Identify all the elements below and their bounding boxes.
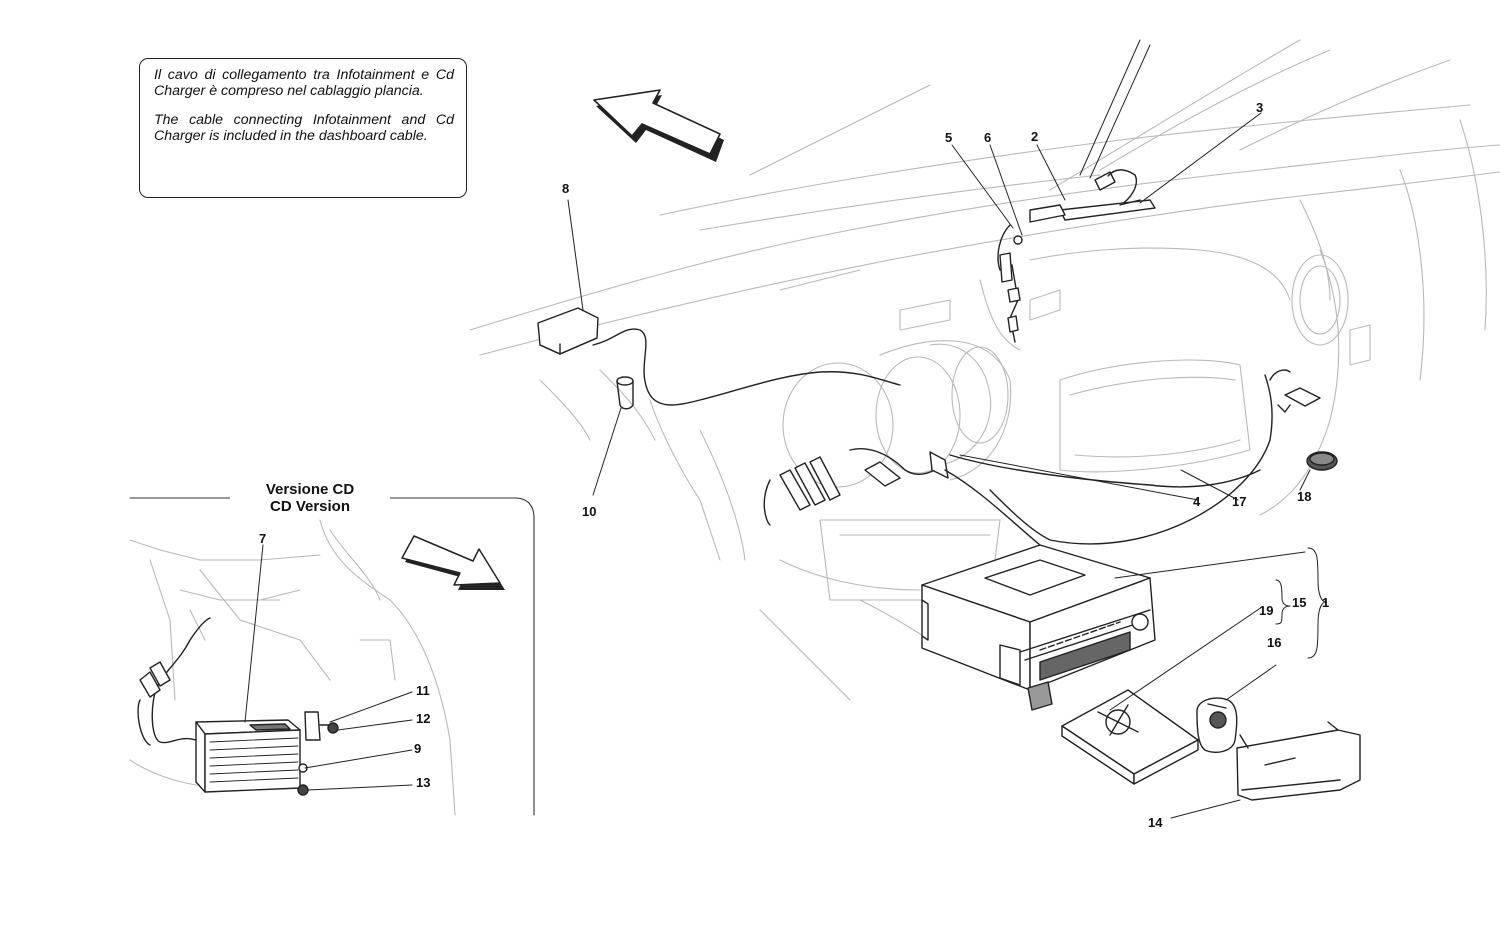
callout-14: 14 (1148, 815, 1163, 830)
inset-title: Versione CD CD Version (230, 481, 390, 515)
leader-lines (244, 112, 1327, 819)
callout-15: 15 (1292, 595, 1307, 610)
note-italian: Il cavo di collegamento tra Infotainment… (154, 67, 454, 99)
note-english: The cable connecting Infotainment and Cd… (154, 112, 454, 144)
direction-arrow-inset (401, 535, 505, 590)
callout-16: 16 (1267, 635, 1282, 650)
callout-1: 1 (1322, 595, 1330, 610)
note-box: Il cavo di collegamento tra Infotainment… (139, 58, 467, 198)
callout-9: 9 (414, 741, 422, 756)
callout-2: 2 (1031, 129, 1039, 144)
inset-title-it: Versione CD (265, 481, 355, 498)
callout-10: 10 (582, 504, 597, 519)
dashboard-outline (469, 39, 1500, 701)
callout-7: 7 (259, 531, 267, 546)
direction-arrow-main (593, 89, 724, 162)
inset-title-en: CD Version (269, 498, 351, 515)
callout-11: 11 (416, 683, 430, 698)
callout-6: 6 (984, 130, 992, 145)
callout-3: 3 (1256, 100, 1264, 115)
callout-12: 12 (416, 711, 431, 726)
head-unit (921, 544, 1361, 801)
components (537, 39, 1338, 546)
inset-frame (129, 497, 535, 816)
callout-17: 17 (1232, 494, 1247, 509)
cd-changer (137, 617, 339, 796)
callout-19: 19 (1259, 603, 1274, 618)
callout-18: 18 (1297, 489, 1312, 504)
callout-4: 4 (1193, 494, 1201, 509)
callout-13: 13 (416, 775, 431, 790)
callout-5: 5 (945, 130, 953, 145)
callout-8: 8 (562, 181, 570, 196)
